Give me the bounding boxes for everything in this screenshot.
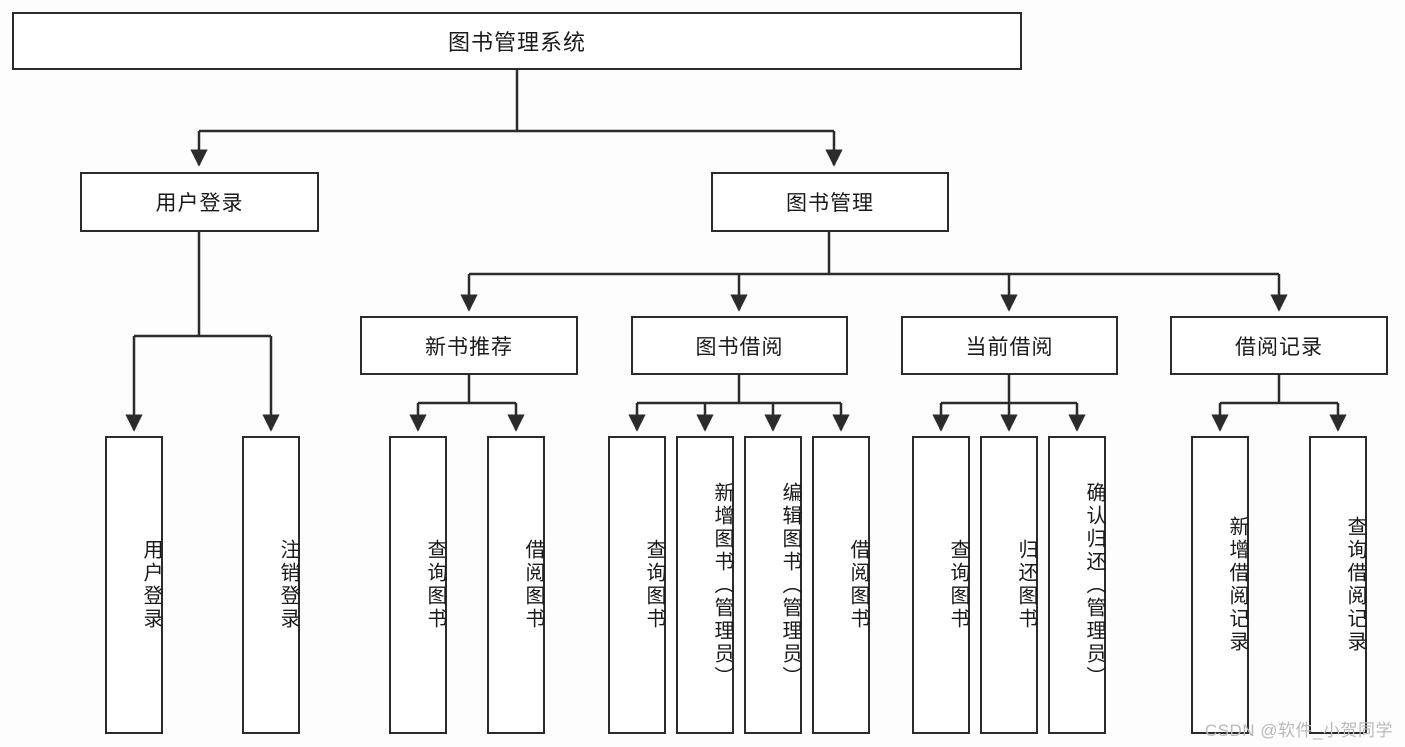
csdn-watermark: CSDN @软件_小贺同学 xyxy=(1204,721,1393,740)
node-borrow-record[interactable]: 借阅记录 xyxy=(1170,316,1388,375)
leaf-query-book-1[interactable]: 查询图书 xyxy=(389,436,447,734)
leaf-confirm-return-label: 确认归还（管理员） xyxy=(1083,481,1105,689)
leaf-return-book-label: 归还图书 xyxy=(1015,539,1037,631)
leaf-add-book[interactable]: 新增图书（管理员） xyxy=(676,436,734,734)
node-user-login[interactable]: 用户登录 xyxy=(80,172,319,232)
leaf-confirm-return[interactable]: 确认归还（管理员） xyxy=(1048,436,1106,734)
node-borrow-record-label: 借阅记录 xyxy=(1235,335,1323,359)
leaf-edit-book[interactable]: 编辑图书（管理员） xyxy=(744,436,802,734)
node-root-label: 图书管理系统 xyxy=(447,30,586,55)
node-user-login-label: 用户登录 xyxy=(155,192,244,215)
leaf-query-book-3-label: 查询图书 xyxy=(947,539,969,631)
leaf-logout[interactable]: 注销登录 xyxy=(242,436,300,734)
leaf-query-book-3[interactable]: 查询图书 xyxy=(912,436,970,734)
leaf-borrow-book-2[interactable]: 借阅图书 xyxy=(812,436,870,734)
node-book-manage-label: 图书管理 xyxy=(786,192,874,215)
node-book-manage[interactable]: 图书管理 xyxy=(711,172,949,232)
node-book-borrow[interactable]: 图书借阅 xyxy=(631,316,848,375)
leaf-user-login-label: 用户登录 xyxy=(140,539,162,631)
leaf-query-record[interactable]: 查询借阅记录 xyxy=(1309,436,1367,734)
leaf-borrow-book-2-label: 借阅图书 xyxy=(847,539,869,631)
node-current-borrow-label: 当前借阅 xyxy=(965,335,1054,359)
node-current-borrow[interactable]: 当前借阅 xyxy=(901,316,1118,375)
leaf-add-record-label: 新增借阅记录 xyxy=(1226,516,1248,654)
node-new-book-recommend-label: 新书推荐 xyxy=(425,335,513,359)
leaf-query-record-label: 查询借阅记录 xyxy=(1344,516,1366,654)
leaf-query-book-1-label: 查询图书 xyxy=(424,539,446,631)
node-new-book-recommend[interactable]: 新书推荐 xyxy=(360,316,578,375)
leaf-edit-book-label: 编辑图书（管理员） xyxy=(779,481,801,689)
leaf-add-record[interactable]: 新增借阅记录 xyxy=(1191,436,1249,734)
node-root[interactable]: 图书管理系统 xyxy=(12,12,1022,70)
leaf-query-book-2-label: 查询图书 xyxy=(643,539,665,631)
leaf-return-book[interactable]: 归还图书 xyxy=(980,436,1038,734)
leaf-borrow-book-1[interactable]: 借阅图书 xyxy=(487,436,545,734)
leaf-borrow-book-1-label: 借阅图书 xyxy=(522,539,544,631)
leaf-user-login[interactable]: 用户登录 xyxy=(105,436,163,734)
leaf-query-book-2[interactable]: 查询图书 xyxy=(608,436,666,734)
node-book-borrow-label: 图书借阅 xyxy=(695,335,784,359)
leaf-logout-label: 注销登录 xyxy=(277,539,299,631)
leaf-add-book-label: 新增图书（管理员） xyxy=(711,481,733,689)
